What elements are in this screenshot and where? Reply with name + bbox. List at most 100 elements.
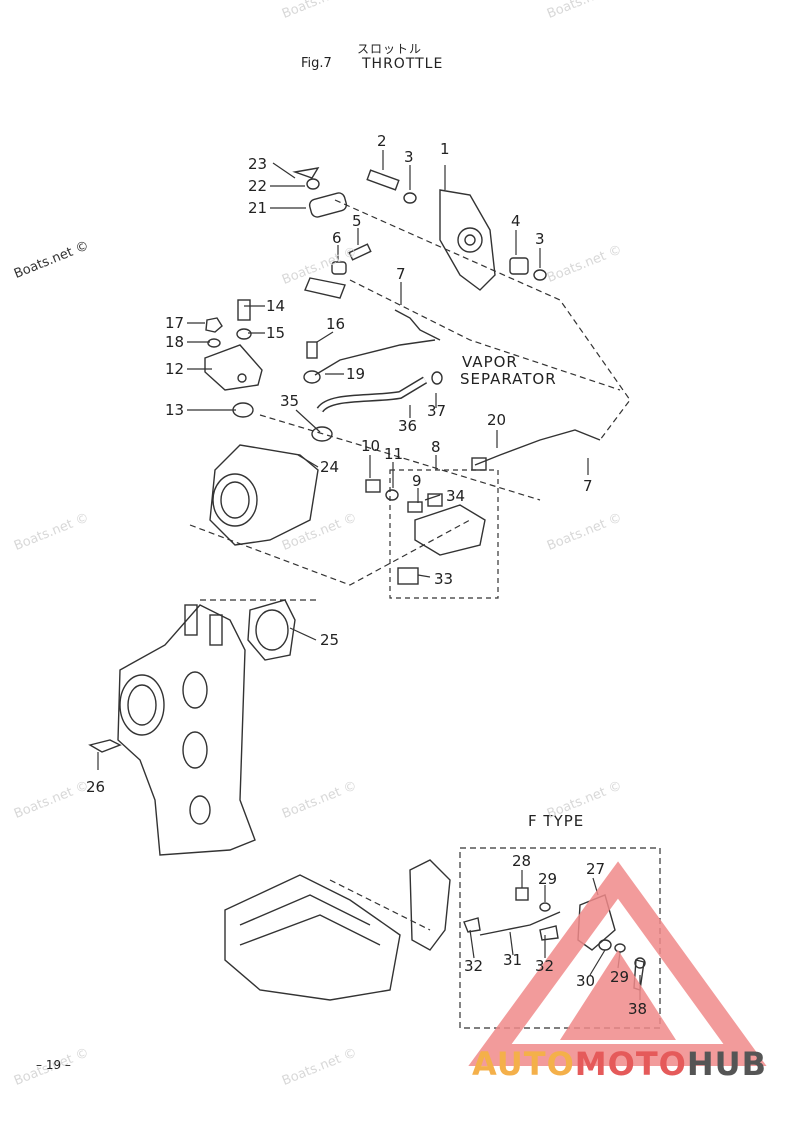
part-22-washer [306,178,320,190]
intake-manifold [117,604,256,856]
part-35-clamp [311,426,333,442]
callout-7: 7 [583,477,593,495]
part-11-washer [385,489,399,501]
callout-14: 14 [266,297,286,315]
part-37-clip [431,371,443,385]
callout-32: 32 [535,957,555,975]
part-18-washer [207,338,221,348]
callout-24: 24 [320,458,340,476]
callout-36: 36 [398,417,418,435]
part-33-block [397,567,419,585]
part-30-collar [598,939,612,951]
part-2-bolt [366,169,400,191]
part-6-bushing [331,261,347,275]
callout-6: 6 [332,229,342,247]
callout-20: 20 [487,411,507,429]
automotohub-triangle-logo [468,861,767,1066]
callout-9: 9 [412,472,422,490]
part-5-screw [348,243,372,261]
callout-18: 18 [165,333,185,351]
callout-2: 2 [377,132,387,150]
part-8-group-box [389,469,499,599]
callout-35: 35 [280,392,300,410]
callout-33: 33 [434,570,454,588]
part-32-clip [539,925,559,941]
callout-3: 3 [535,230,545,248]
callout-37: 37 [427,402,447,420]
part-17-nut [205,317,223,333]
assembly-dash-line [334,199,631,441]
title-japanese: スロットル [357,42,423,56]
label-vapor: VAPOR [462,353,518,371]
assembly-dash-line [189,519,471,586]
assembly-dash-line [349,279,621,391]
part-24-throttle-body [209,444,319,546]
part-16-pin [306,341,318,359]
part-28-screw [515,887,529,901]
callout-32: 32 [464,957,484,975]
part-29-washer [614,943,626,953]
callout-29: 29 [538,870,558,888]
callout-34: 34 [446,487,466,505]
assembly-dash-line [259,414,541,501]
part-1-throttle-cam [439,189,496,291]
callout-11: 11 [384,445,404,463]
part-21-collar [308,192,348,218]
part-26-bolt [88,739,122,753]
callout-28: 28 [512,852,532,870]
callout-3: 3 [404,148,414,166]
part-13-collar [232,402,254,418]
callout-17: 17 [165,314,185,332]
callout-12: 12 [165,360,185,378]
callout-7: 7 [396,265,406,283]
callout-19: 19 [346,365,366,383]
callout-26: 26 [86,778,106,796]
part-3-washer [533,269,547,281]
part-25-gasket [247,599,296,661]
figure-number: Fig.7 [301,56,332,71]
callout-13: 13 [165,401,185,419]
assembly-dash-line [329,879,431,931]
part-19-rod [314,339,436,376]
automotohub-wordmark: AUTOMOTOHUB [472,1045,767,1083]
part-31-rod [479,911,561,936]
brand-part-moto: MOTO [574,1045,687,1083]
callout-27: 27 [586,860,606,878]
label-f-type: F TYPE [528,812,585,830]
part-9-pin [407,501,423,513]
part-34-block [427,493,443,507]
part-29-washer [539,902,551,912]
part-36-hose [316,376,428,413]
callout-10: 10 [361,437,381,455]
callout-38: 38 [628,1000,648,1018]
ftype-lever [409,859,451,951]
part-3-washer [403,192,417,204]
part-15-washer [236,328,252,340]
part-1-pivot [457,227,483,253]
bracket-plate [304,277,346,299]
callout-8: 8 [431,438,441,456]
part-12-plate [204,344,263,391]
part-4-collar [509,257,529,275]
callout-5: 5 [352,212,362,230]
page-title: THROTTLE [362,56,444,72]
part-14-bolt [237,299,251,321]
engine-block [224,874,401,1001]
callout-31: 31 [503,951,523,969]
label-separator: SEPARATOR [460,370,557,388]
callout-23: 23 [248,155,268,173]
part-23-clip [292,167,320,179]
part-8-lever [414,504,486,556]
callout-25: 25 [320,631,340,649]
part-10-screw [365,479,381,493]
callout-4: 4 [511,212,521,230]
callout-15: 15 [266,324,286,342]
callout-1: 1 [440,140,450,158]
callout-29: 29 [610,968,630,986]
callout-21: 21 [248,199,268,217]
brand-part-hub: HUB [686,1045,768,1083]
callout-22: 22 [248,177,268,195]
callout-16: 16 [326,315,346,333]
part-32-clip [463,917,481,933]
